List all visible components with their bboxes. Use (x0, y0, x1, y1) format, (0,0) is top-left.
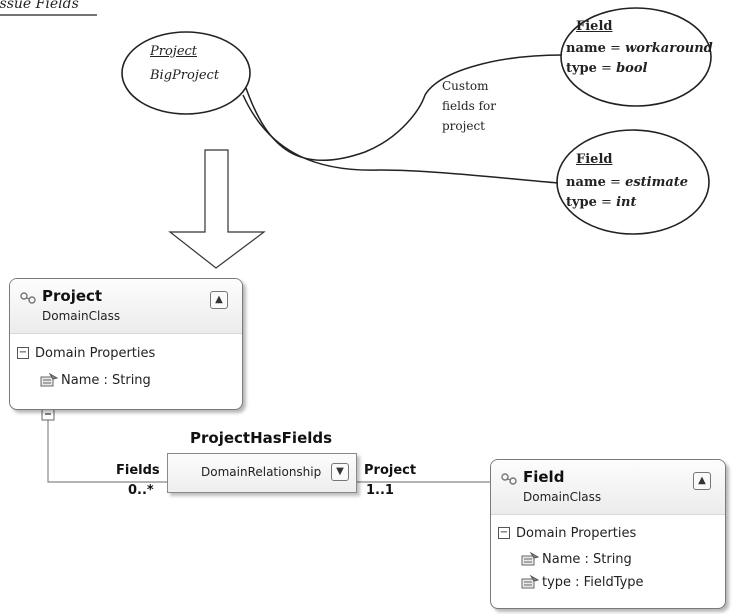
relationship-name: ProjectHasFields (190, 429, 333, 447)
field-property-type[interactable]: type : FieldType (521, 575, 644, 590)
section-label: Domain Properties (35, 346, 156, 361)
collapse-chevron-icon[interactable]: ▲ (210, 291, 228, 309)
field-estimate-ellipse (556, 129, 710, 235)
target-multiplicity: 1..1 (366, 483, 394, 498)
property-label: Name : String (61, 373, 151, 388)
eq: = (605, 41, 626, 56)
field-workaround-type: type = bool (566, 61, 647, 76)
collapse-section-icon[interactable]: − (498, 526, 510, 539)
field-class-header[interactable]: Field DomainClass ▲ (491, 460, 725, 515)
name-key: name (566, 41, 606, 56)
project-property-name[interactable]: Name : String (40, 373, 151, 388)
domain-class-icon (501, 473, 517, 485)
field-estimate-type: type = int (566, 195, 637, 210)
type-value: bool (616, 61, 648, 76)
field-class-name: Field (523, 468, 565, 486)
expand-chevron-icon[interactable]: ▼ (331, 463, 349, 481)
page-title: Issue Fields (0, 0, 79, 12)
field-domain-class[interactable]: Field DomainClass ▲ −Domain Properties N… (490, 459, 726, 609)
name-value: estimate (625, 175, 689, 190)
field-workaround-name: name = workaround (566, 41, 713, 56)
property-label: type : FieldType (542, 575, 644, 590)
project-class-name: Project (42, 287, 103, 305)
project-class-kind: DomainClass (42, 309, 121, 323)
project-ellipse (121, 31, 251, 115)
eq: = (605, 175, 626, 190)
note-line-2: fields for (442, 99, 496, 113)
relationship-kind: DomainRelationship (201, 465, 322, 479)
type-key: type (566, 61, 597, 76)
field-domain-properties[interactable]: −Domain Properties (498, 526, 636, 541)
property-icon (40, 373, 58, 387)
project-ellipse-label-2: BigProject (150, 68, 220, 83)
project-class-header[interactable]: Project DomainClass ▲ (10, 279, 242, 334)
field-class-kind: DomainClass (523, 490, 602, 504)
note-line-3: project (442, 119, 486, 133)
project-domain-properties[interactable]: −Domain Properties (17, 346, 155, 361)
down-arrow-icon (168, 149, 266, 269)
eq: = (596, 195, 617, 210)
project-ellipse-label-1: Project (150, 44, 198, 59)
property-icon (521, 575, 539, 589)
connector-source (47, 419, 167, 483)
source-multiplicity: 0..* (128, 483, 154, 498)
domain-class-icon (20, 292, 36, 304)
note-line-1: Custom (442, 79, 489, 93)
type-value: int (616, 195, 637, 210)
field-property-name[interactable]: Name : String (521, 552, 632, 567)
source-role: Fields (116, 463, 160, 478)
property-label: Name : String (542, 552, 632, 567)
project-domain-class[interactable]: Project DomainClass ▲ −Domain Properties… (9, 278, 243, 410)
field-estimate-header: Field (576, 152, 613, 167)
field-workaround-header: Field (576, 19, 613, 34)
curve-to-workaround (245, 54, 563, 162)
curve-to-estimate (242, 94, 559, 184)
eq: = (596, 61, 617, 76)
domain-relationship-box[interactable]: DomainRelationship ▼ (167, 453, 357, 493)
section-label: Domain Properties (516, 526, 637, 541)
target-role: Project (364, 463, 417, 478)
field-workaround-ellipse (560, 7, 712, 107)
type-key: type (566, 195, 597, 210)
collapse-chevron-icon[interactable]: ▲ (693, 472, 711, 490)
name-key: name (566, 175, 606, 190)
property-icon (521, 552, 539, 566)
field-estimate-name: name = estimate (566, 175, 688, 190)
collapse-section-icon[interactable]: − (17, 346, 29, 359)
name-value: workaround (625, 41, 713, 56)
